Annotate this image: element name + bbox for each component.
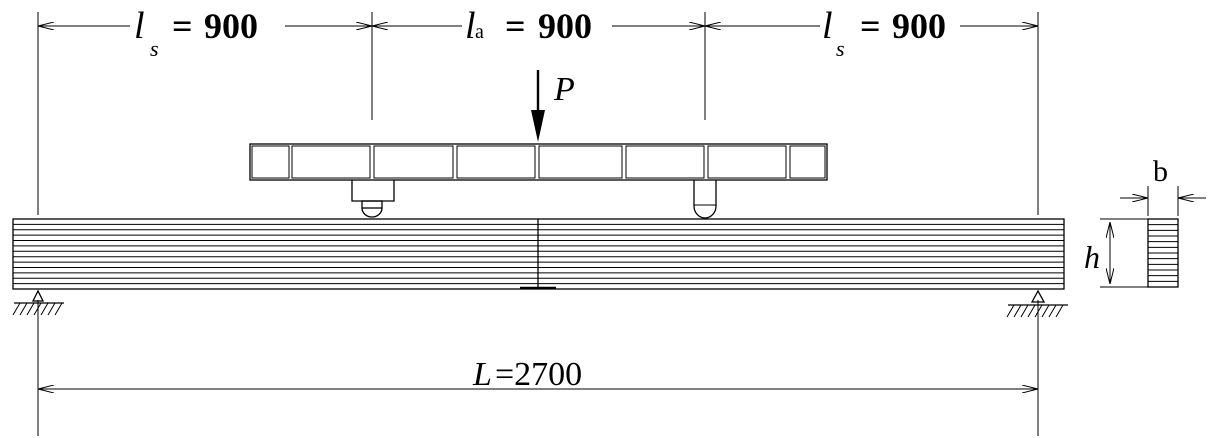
shear-span-right-subscript: s — [836, 36, 845, 61]
spreader-beam — [249, 143, 828, 181]
support-hatch — [1020, 304, 1029, 318]
cross-section: b h — [1084, 155, 1206, 288]
dimension-shear-span-right: l s = 900 — [705, 5, 1038, 61]
dimension-center-span: l a = 900 — [372, 5, 705, 47]
loading-point-right — [693, 180, 717, 219]
support-hatch — [40, 302, 49, 316]
height-label: h — [1084, 239, 1100, 275]
support-hatch — [47, 302, 56, 316]
load-label: P — [553, 71, 575, 108]
width-label: b — [1153, 155, 1168, 188]
loading-point-left — [351, 180, 395, 218]
support-hatch — [1041, 304, 1050, 318]
dimension-shear-span-left: l s = 900 — [38, 5, 372, 61]
shear-span-left-symbol: l — [134, 5, 145, 47]
shear-span-right-symbol: l — [822, 5, 833, 47]
center-span-value: 900 — [538, 6, 592, 46]
support-hatch — [1055, 304, 1064, 318]
support-hatch — [12, 302, 21, 316]
support-hatch — [26, 302, 35, 316]
center-span-symbol: l — [465, 5, 476, 47]
shear-span-right-value: 900 — [892, 6, 946, 46]
support-left — [12, 289, 64, 316]
shear-span-left-subscript: s — [150, 36, 159, 61]
support-hatch — [19, 302, 28, 316]
support-hatch — [33, 302, 42, 316]
dimension-total-span: L =2700 — [38, 356, 1038, 393]
center-span-eq: = — [505, 6, 526, 46]
center-span-subscript: a — [475, 21, 484, 43]
support-hatch — [1006, 304, 1015, 318]
support-right — [1006, 289, 1068, 318]
support-hatch — [1013, 304, 1022, 318]
load-arrow: P — [531, 70, 575, 142]
support-hatch — [1034, 304, 1043, 318]
glulam-beam — [12, 218, 1065, 290]
total-span-value: =2700 — [495, 356, 582, 393]
shear-span-left-value: 900 — [204, 6, 258, 46]
shear-span-left-eq: = — [172, 6, 193, 46]
support-hatch — [1027, 304, 1036, 318]
support-hatch — [1048, 304, 1057, 318]
support-hatch — [54, 302, 63, 316]
total-span-symbol: L — [472, 356, 492, 393]
shear-span-right-eq: = — [860, 6, 881, 46]
